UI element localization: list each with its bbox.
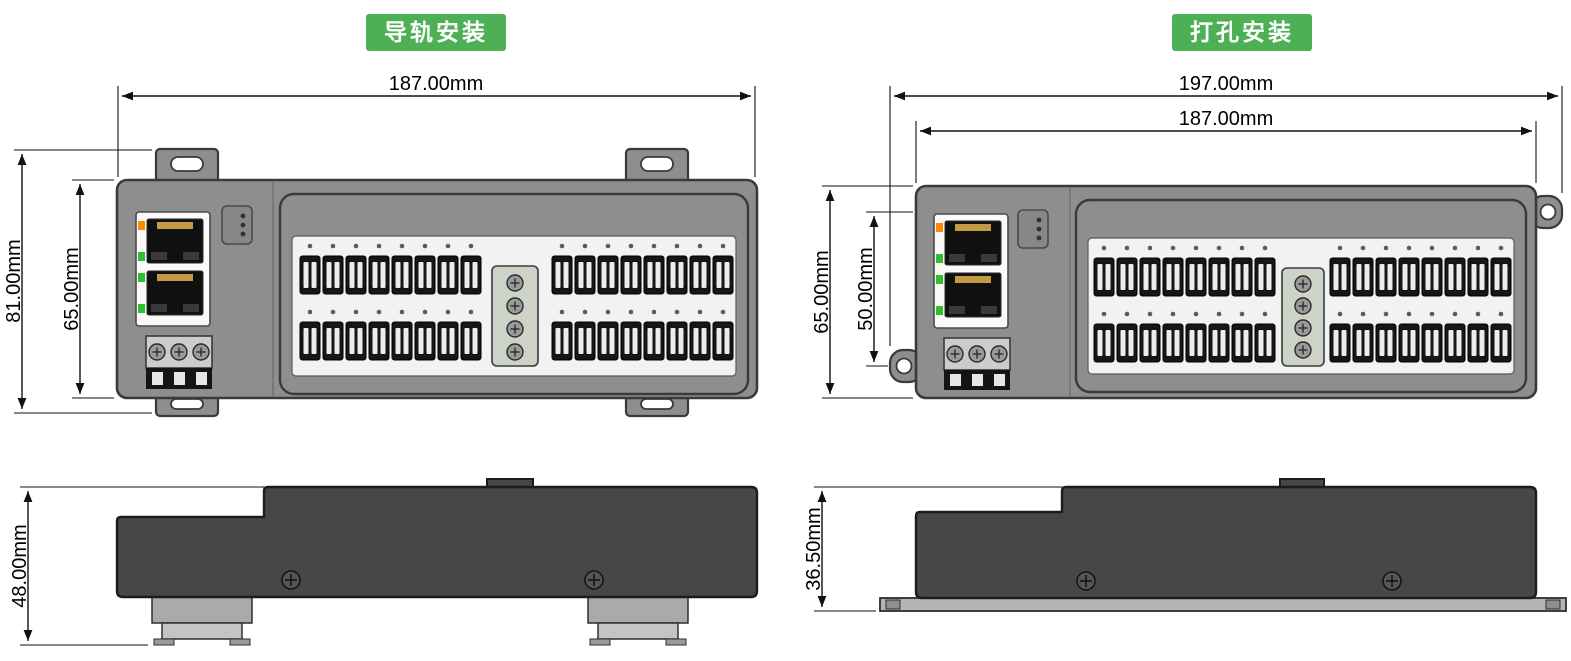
case-screw [281, 570, 301, 590]
led-green [936, 275, 943, 284]
led-green [936, 254, 943, 263]
rail-mount-badge: 导轨安装 [366, 14, 506, 51]
front-view-rail [115, 147, 759, 418]
dim-screw-width-outer: 197.00mm [889, 73, 1563, 346]
dim-label-screw-width-outer: 197.00mm [1179, 73, 1274, 95]
front-view-screw [888, 184, 1564, 400]
mount-plate [879, 597, 1567, 612]
led-green [138, 273, 145, 282]
led-green [936, 306, 943, 315]
case-screw [584, 570, 604, 590]
dim-screw-height-inner: 50.00mm [855, 211, 913, 367]
led-orange [138, 221, 145, 230]
dim-label-screw-height-outer: 65.00mm [811, 250, 833, 333]
dim-label-rail-width: 187.00mm [389, 73, 484, 95]
side-view-screw [879, 478, 1567, 612]
rj45-port-2 [146, 270, 204, 316]
status-indicator [1017, 209, 1049, 249]
dim-label-screw-width-inner: 187.00mm [1179, 108, 1274, 130]
dim-screw-height-outer: 65.00mm [811, 185, 913, 399]
status-indicator [221, 205, 253, 245]
led-green [138, 304, 145, 313]
side-view-rail [115, 478, 759, 646]
dim-screw-width-inner: 187.00mm [915, 108, 1537, 183]
led-orange [936, 223, 943, 232]
dim-rail-height-outer: 81.00mm [3, 149, 152, 414]
center-connector [1281, 267, 1325, 367]
mount-ear-top-right [1528, 194, 1564, 230]
io-terminal-area [1074, 198, 1528, 394]
rail-mount-panel: 187.00mm 81.00mm 65.00mm [3, 73, 759, 646]
dim-label-screw-height-inner: 50.00mm [855, 247, 877, 330]
power-terminal [943, 337, 1011, 390]
ethernet-ports [933, 213, 1009, 329]
led-green [138, 252, 145, 261]
rj45-port-2 [944, 272, 1002, 318]
io-terminal-area [278, 192, 750, 396]
dim-rail-height-inner: 65.00mm [61, 179, 114, 399]
dim-label-rail-side-height: 48.00mm [9, 524, 31, 607]
side-body [914, 485, 1538, 600]
dim-label-rail-height-inner: 65.00mm [61, 247, 83, 330]
dim-screw-side-height: 36.50mm [803, 486, 1062, 612]
din-rail-clip [587, 596, 689, 646]
screw-mount-panel: 197.00mm 187.00mm 65.00mm 50. [803, 73, 1567, 612]
rj45-port-1 [146, 218, 204, 264]
dim-label-screw-side-height: 36.50mm [803, 507, 825, 590]
rj45-port-1 [944, 220, 1002, 266]
dim-rail-width: 187.00mm [117, 73, 756, 177]
case-screw [1382, 571, 1402, 591]
dim-label-rail-height-outer: 81.00mm [3, 239, 25, 322]
din-rail-clip [151, 596, 253, 646]
power-terminal [145, 335, 213, 389]
side-body [115, 485, 759, 599]
dim-rail-side-height: 48.00mm [9, 486, 264, 646]
screw-mount-badge: 打孔安装 [1172, 14, 1312, 51]
ethernet-ports [135, 211, 211, 327]
center-connector [491, 265, 539, 367]
case-screw [1076, 571, 1096, 591]
